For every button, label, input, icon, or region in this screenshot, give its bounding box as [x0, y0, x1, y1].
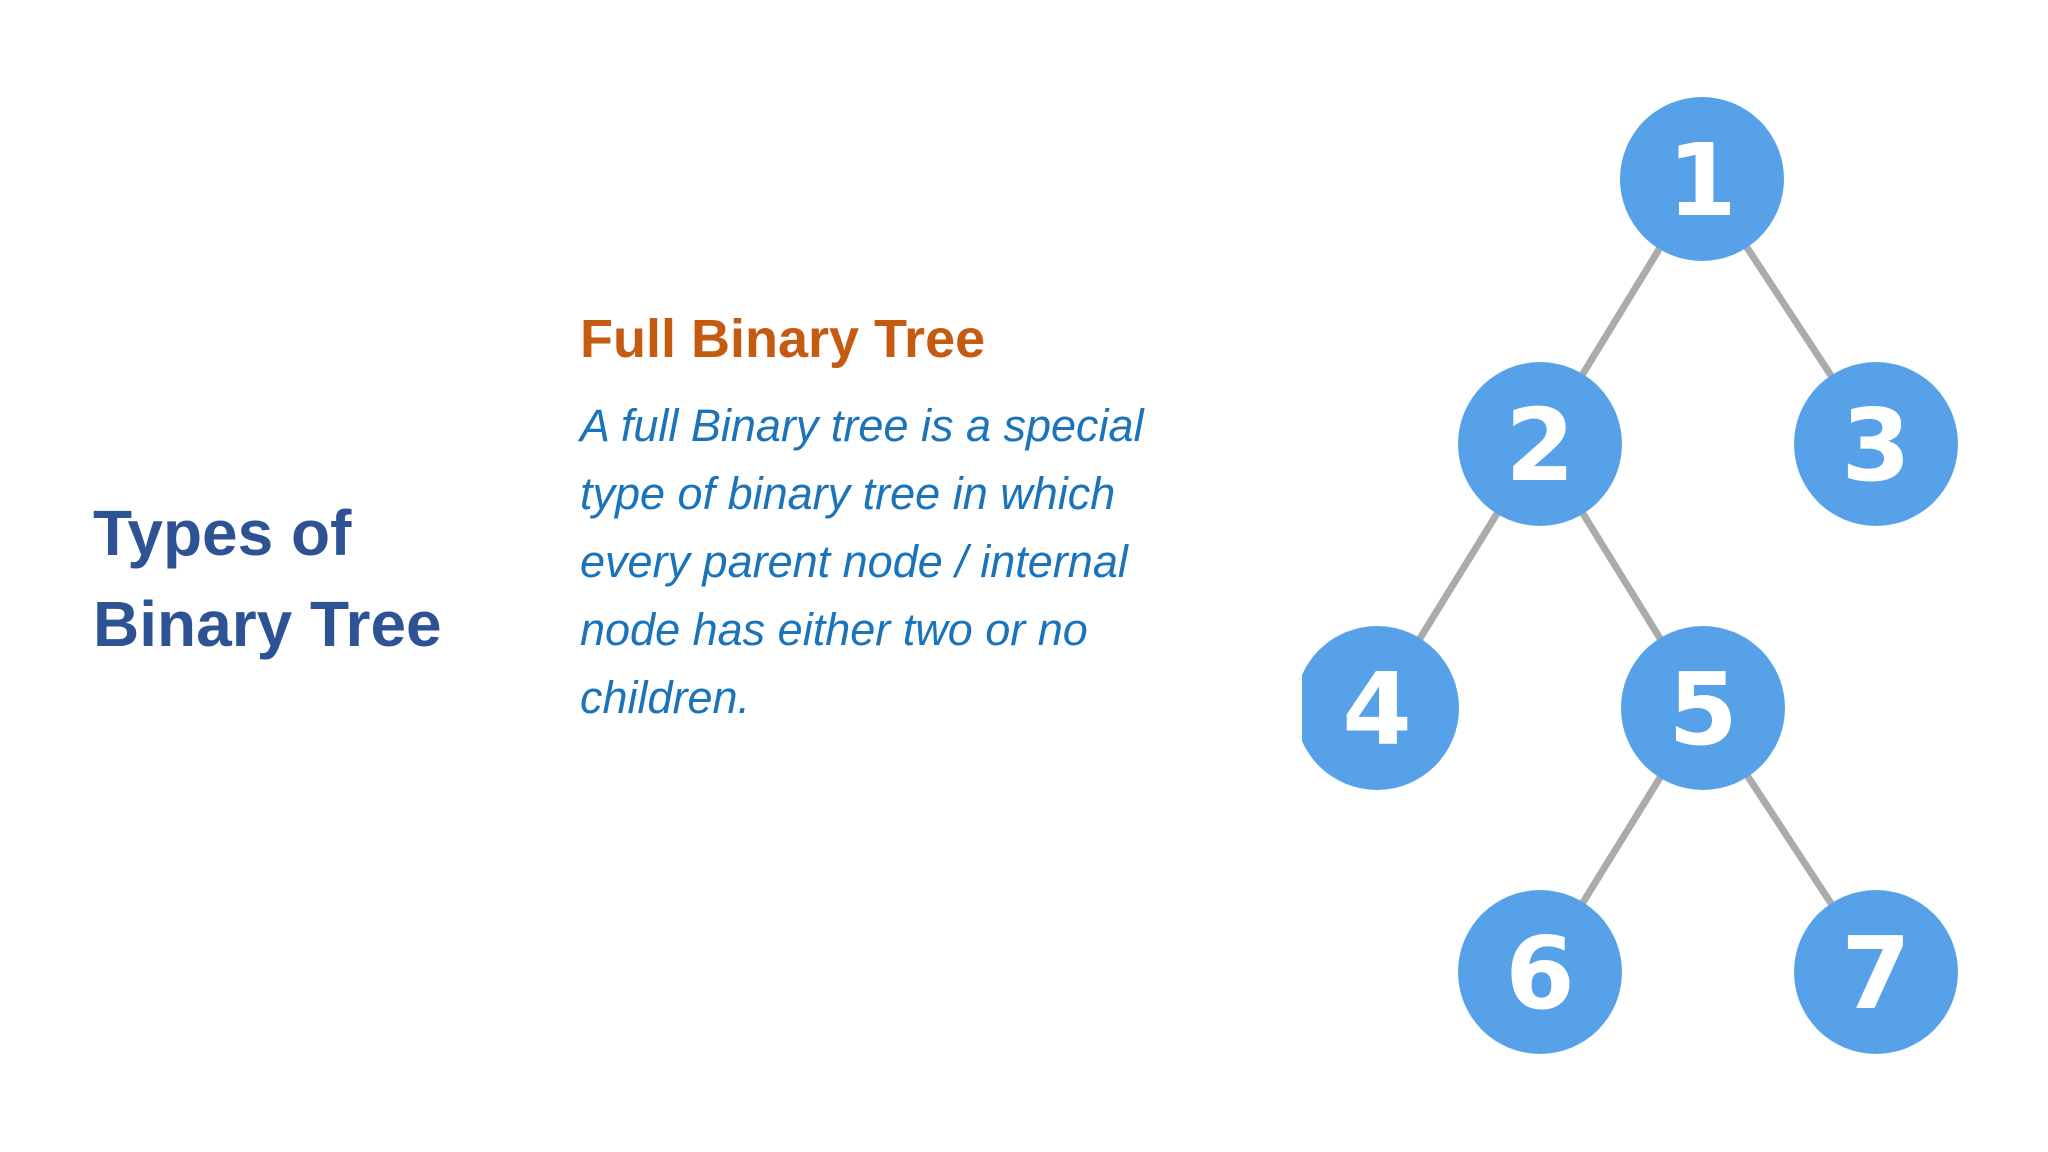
tree-node-label-7: 7	[1841, 915, 1911, 1032]
content-block: Full Binary Tree A full Binary tree is a…	[580, 310, 1220, 732]
tree-node-1: 1	[1620, 97, 1784, 261]
tree-node-3: 3	[1794, 362, 1958, 526]
tree-node-label-1: 1	[1667, 122, 1737, 239]
section-description: A full Binary tree is a special type of …	[580, 400, 1144, 723]
tree-node-4: 4	[1302, 626, 1459, 790]
tree-node-label-4: 4	[1342, 651, 1412, 768]
tree-node-circle-4	[1302, 626, 1459, 790]
binary-tree-diagram: 1 2 3 4 5 6 7	[1302, 97, 1958, 1054]
tree-node-circle-3	[1794, 362, 1958, 526]
tree-node-label-2: 2	[1505, 387, 1575, 504]
slide-title: Types of Binary Tree	[93, 497, 442, 660]
tree-node-circle-6	[1458, 890, 1622, 1054]
tree-node-circle-7	[1794, 890, 1958, 1054]
tree-node-7: 7	[1794, 890, 1958, 1054]
tree-node-6: 6	[1458, 890, 1622, 1054]
tree-node-label-3: 3	[1841, 387, 1911, 504]
section-heading: Full Binary Tree	[580, 309, 986, 369]
tree-node-label-6: 6	[1505, 915, 1575, 1032]
tree-node-circle-1	[1620, 97, 1784, 261]
tree-node-circle-2	[1458, 362, 1622, 526]
tree-node-circle-5	[1621, 626, 1785, 790]
tree-node-2: 2	[1458, 362, 1622, 526]
tree-node-5: 5	[1621, 626, 1785, 790]
tree-node-label-5: 5	[1668, 651, 1738, 768]
